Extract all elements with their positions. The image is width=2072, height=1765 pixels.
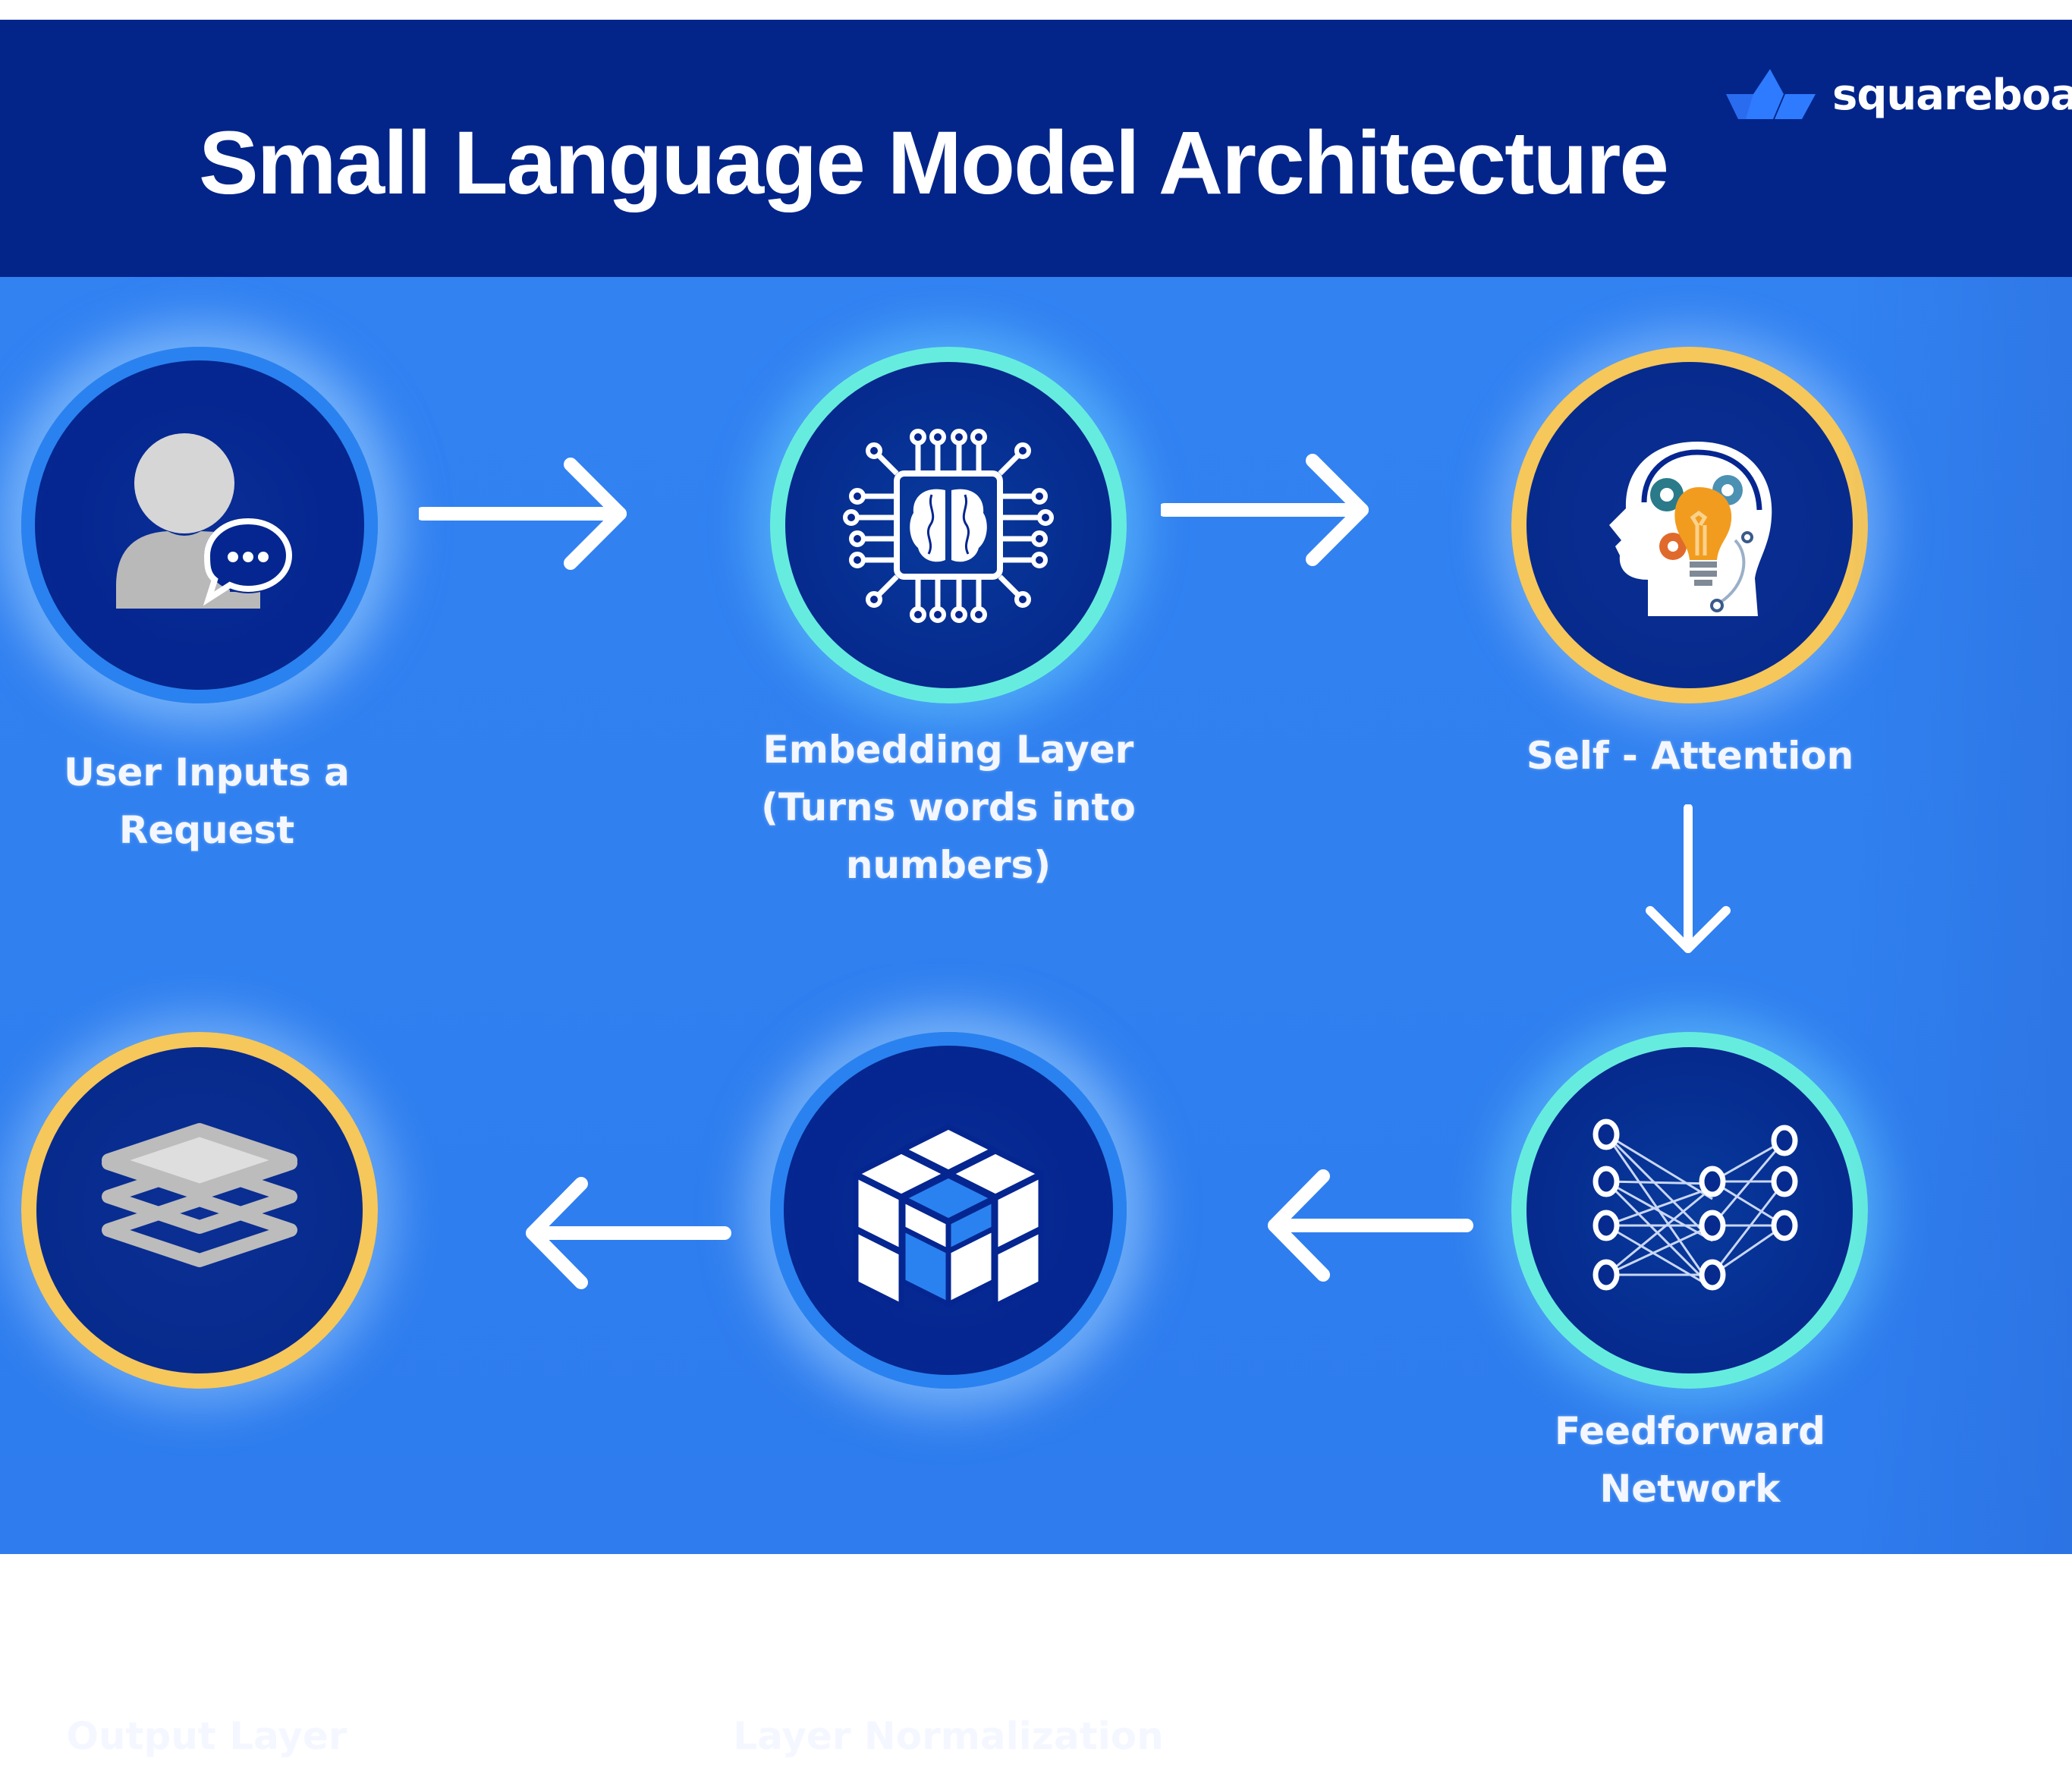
arrow-right-icon <box>419 458 627 570</box>
arrow-right-1 <box>419 457 628 571</box>
header-banner: Small Language Model Architecture square… <box>0 20 2072 277</box>
label-line: Request <box>118 808 295 852</box>
user-chat-icon <box>116 433 293 609</box>
top-strip <box>0 0 2072 20</box>
label-layer-norm: Layer Normalization <box>721 1707 1176 1765</box>
label-line: Output Layer <box>66 1714 347 1758</box>
label-user-input: User Inputs a Request <box>30 744 383 859</box>
neural-network-icon <box>1593 1118 1798 1291</box>
brand-logo[interactable]: squareboat <box>1726 61 2072 130</box>
label-self-attention: Self - Attention <box>1502 727 1878 785</box>
layers-stack-icon <box>102 1123 297 1267</box>
page-title: Small Language Model Architecture <box>199 113 1669 213</box>
label-line: Network <box>1599 1467 1781 1511</box>
label-line: Self - Attention <box>1526 734 1854 778</box>
diagram-canvas: User Inputs a Request <box>0 277 2072 1758</box>
node-feedforward[interactable] <box>1511 1032 1868 1389</box>
label-line: Feedforward <box>1555 1409 1825 1453</box>
node-user-input[interactable] <box>21 347 378 703</box>
label-output: Output Layer <box>30 1707 383 1765</box>
node-output[interactable] <box>21 1032 378 1389</box>
arrow-left-1 <box>1266 1169 1475 1282</box>
boat-logo-icon <box>1726 69 1816 119</box>
node-self-attention[interactable] <box>1511 347 1868 703</box>
arrow-left-icon <box>1268 1169 1473 1282</box>
logo-text: squareboat <box>1832 71 2072 120</box>
node-layer-norm[interactable] <box>770 1032 1127 1389</box>
node-embedding[interactable] <box>770 347 1127 703</box>
label-line: Layer Normalization <box>733 1714 1164 1758</box>
cube-icon <box>853 1124 1044 1309</box>
label-line: User Inputs a <box>64 750 350 794</box>
label-line: Embedding Layer <box>762 728 1134 772</box>
arrow-right-2 <box>1161 453 1370 567</box>
arrow-right-icon <box>1161 454 1369 566</box>
arrow-down <box>1639 804 1737 956</box>
head-lightbulb-icon <box>1609 442 1772 616</box>
label-feedforward: Feedforward Network <box>1502 1402 1878 1518</box>
arrow-down-icon <box>1646 804 1731 953</box>
arrow-left-icon <box>526 1177 731 1289</box>
label-embedding: Embedding Layer (Turns words into number… <box>751 721 1146 894</box>
brain-chip-icon <box>843 429 1054 623</box>
arrow-left-2 <box>524 1176 733 1290</box>
label-line: numbers) <box>845 843 1052 887</box>
label-line: (Turns words into <box>761 785 1136 829</box>
